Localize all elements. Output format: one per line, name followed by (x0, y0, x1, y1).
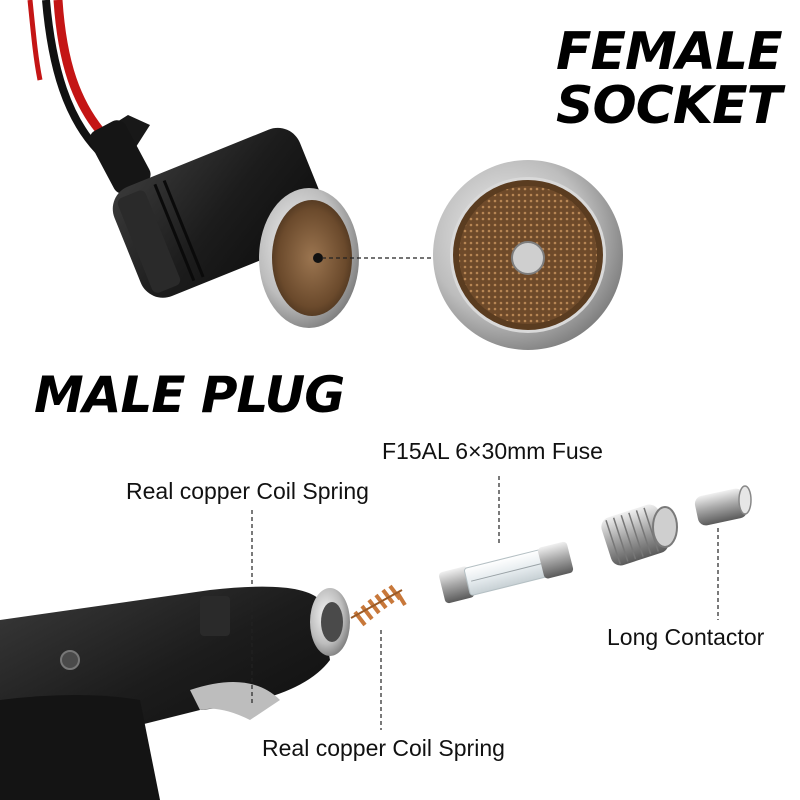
spring-label-top: Real copper Coil Spring (126, 478, 369, 504)
female-title-line2: SOCKET (556, 76, 782, 136)
long-contactor-label: Long Contactor (607, 624, 765, 650)
glass-fuse (438, 541, 574, 604)
side-clip (190, 682, 280, 720)
socket-zoom-view (433, 160, 623, 350)
male-plug-body (0, 586, 350, 800)
spring-label-bottom: Real copper Coil Spring (262, 735, 505, 761)
knurled-nut (601, 504, 678, 566)
female-socket-body (88, 115, 359, 328)
female-title-line1: FEMALE (556, 22, 783, 82)
male-plug-title: MALE PLUG (34, 366, 345, 424)
indicator-led (60, 650, 80, 670)
fuse-label: F15AL 6×30mm Fuse (382, 438, 603, 464)
female-socket-title: FEMALE SOCKET (556, 22, 783, 136)
socket-cable (27, 0, 112, 153)
center-contact (511, 241, 545, 275)
copper-spring (350, 584, 407, 627)
long-contactor (694, 485, 752, 526)
